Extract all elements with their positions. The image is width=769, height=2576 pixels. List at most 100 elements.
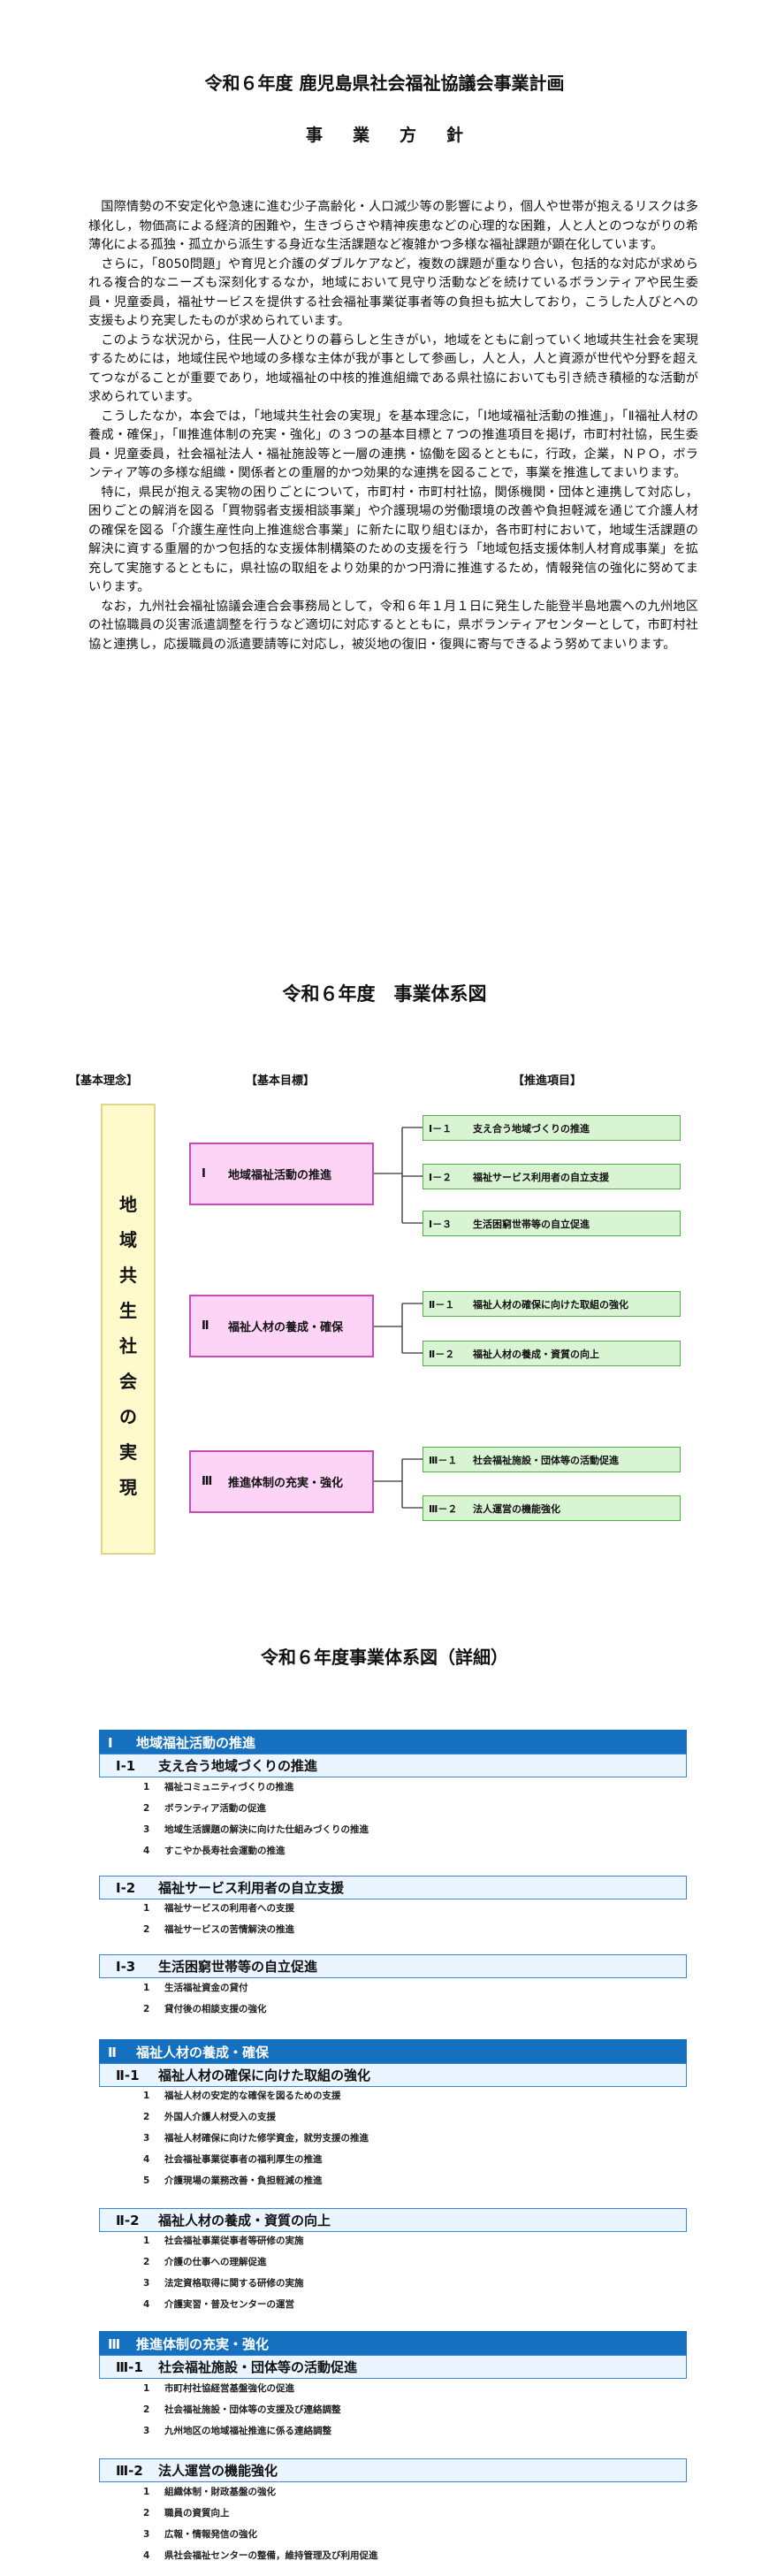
subsection-label: 福祉人材の確保に向けた取組の強化 xyxy=(158,2068,371,2083)
item-label: 福祉サービス利用者の自立支援 xyxy=(473,1171,609,1183)
subsection-number: Ⅰ-1 xyxy=(116,1757,136,1774)
item-label: 法人運営の機能強化 xyxy=(473,1502,560,1515)
item-box-2-1: Ⅱ－１ 福祉人材の確保に向けた取組の強化 xyxy=(423,1291,681,1317)
policy-paragraph: さらに，「8050問題」や育児と介護のダブルケアなど，複数の課題が重なり合い，包… xyxy=(88,256,698,329)
col-label-goals: 【基本目標】 xyxy=(246,1074,316,1088)
subsection-header-2-1: Ⅱ-1 福祉人材の確保に向けた取組の強化 xyxy=(99,2063,687,2087)
subsection-number: Ⅲ-1 xyxy=(116,2358,143,2375)
subsection-number: Ⅰ-3 xyxy=(116,1958,136,1975)
goal-box-3: Ⅲ 推進体制の充実・強化 xyxy=(189,1450,374,1513)
item-box-2-2: Ⅱ－２ 福祉人材の養成・資質の向上 xyxy=(423,1341,681,1366)
col-label-philosophy: 【基本理念】 xyxy=(69,1074,139,1088)
philosophy-box: 地域共生社会の実現 xyxy=(101,1104,156,1555)
policy-paragraph: なお，九州社会福祉協議会連合会事務局として，令和６年１月１日に発生した能登半島地… xyxy=(88,599,698,652)
subsection-label: 福祉サービス利用者の自立支援 xyxy=(158,1880,345,1896)
goal-number: Ⅲ xyxy=(202,1475,213,1488)
item-box-3-2: Ⅲ－２ 法人運営の機能強化 xyxy=(423,1495,681,1521)
item-number: Ⅲ－２ xyxy=(429,1502,458,1515)
philosophy-char: 会 xyxy=(119,1371,137,1392)
subsection-header-3-2: Ⅲ-2 法人運営の機能強化 xyxy=(99,2458,687,2482)
detail-chart-title: 令和６年度事業体系図（詳細） xyxy=(261,1647,508,1668)
philosophy-char: 現 xyxy=(119,1477,137,1498)
policy-paragraph: 国際情勢の不安定化や急速に進む少子高齢化・人口減少等の影響により，個人や世帯が抱… xyxy=(88,200,698,252)
document-title: 令和６年度 鹿児島県社会福祉協議会事業計画 xyxy=(204,73,565,94)
item-label: 生活困窮世帯等の自立促進 xyxy=(473,1218,590,1230)
section-number: Ⅰ xyxy=(108,1734,113,1751)
subsection-number: Ⅱ-1 xyxy=(116,2067,140,2083)
subsection-header-1-2: Ⅰ-2 福祉サービス利用者の自立支援 xyxy=(99,1876,687,1900)
subsection-label: 福祉人材の養成・資質の向上 xyxy=(158,2213,331,2228)
policy-text: 国際情勢の不安定化や急速に進む少子高齢化・人口減少等の影響により，個人や世帯が抱… xyxy=(88,198,698,654)
policy-paragraph: このような状況から，住民一人ひとりの暮らしと生きがい，地域をともに創っていく地域… xyxy=(88,333,698,405)
item-number: Ⅰ－２ xyxy=(429,1171,453,1183)
goal-number: Ⅰ xyxy=(202,1167,206,1181)
section-header-2: Ⅱ 福祉人材の養成・確保 xyxy=(99,2039,687,2065)
goal-number: Ⅱ xyxy=(202,1319,209,1333)
item-label: 福祉人材の確保に向けた取組の強化 xyxy=(473,1298,628,1311)
section-number: Ⅲ xyxy=(108,2335,121,2352)
section-label: 地域福祉活動の推進 xyxy=(136,1735,256,1751)
item-number: Ⅱ－２ xyxy=(429,1348,455,1360)
item-label: 社会福祉施設・団体等の活動促進 xyxy=(473,1454,619,1466)
section-header-3: Ⅲ 推進体制の充実・強化 xyxy=(99,2331,687,2357)
section-label: 福祉人材の養成・確保 xyxy=(136,2045,270,2060)
goal-label: 福祉人材の養成・確保 xyxy=(228,1321,344,1334)
item-box-1-2: Ⅰ－２ 福祉サービス利用者の自立支援 xyxy=(423,1164,681,1189)
item-label: 福祉人材の養成・資質の向上 xyxy=(473,1348,599,1360)
policy-paragraph: 特に，県民が抱える実物の困りごとについて，市町村・市町村社協，関係機関・団体と連… xyxy=(88,485,698,595)
subsection-header-1-3: Ⅰ-3 生活困窮世帯等の自立促進 xyxy=(99,1954,687,1978)
goal-label: 推進体制の充実・強化 xyxy=(228,1477,344,1490)
item-box-3-1: Ⅲ－１ 社会福祉施設・団体等の活動促進 xyxy=(423,1447,681,1472)
philosophy-char: の xyxy=(119,1406,137,1427)
goal-box-2: Ⅱ 福祉人材の養成・確保 xyxy=(189,1295,374,1357)
philosophy-char: 共 xyxy=(119,1265,137,1286)
subsection-number: Ⅲ-2 xyxy=(116,2462,143,2479)
system-chart-title: 令和６年度 事業体系図 xyxy=(282,983,487,1005)
item-number: Ⅰ－３ xyxy=(429,1218,453,1230)
subsection-label: 法人運営の機能強化 xyxy=(158,2463,278,2479)
section-label: 推進体制の充実・強化 xyxy=(136,2336,270,2352)
philosophy-char: 域 xyxy=(119,1229,137,1250)
col-label-items: 【推進項目】 xyxy=(513,1074,582,1088)
philosophy-char: 生 xyxy=(119,1300,137,1321)
policy-heading: 事業方針 xyxy=(305,126,493,145)
subsection-number: Ⅱ-2 xyxy=(116,2212,140,2228)
item-box-1-3: Ⅰ－３ 生活困窮世帯等の自立促進 xyxy=(423,1211,681,1236)
section-header-1: Ⅰ 地域福祉活動の推進 xyxy=(99,1730,687,1755)
subsection-label: 生活困窮世帯等の自立促進 xyxy=(158,1959,318,1975)
item-number: Ⅲ－１ xyxy=(429,1454,458,1466)
subsection-number: Ⅰ-2 xyxy=(116,1879,136,1896)
subsection-header-1-1: Ⅰ-1 支え合う地域づくりの推進 xyxy=(99,1754,687,1777)
policy-paragraph: こうしたなか，本会では，「地域共生社会の実現」を基本理念に，「Ⅰ地域福祉活動の推… xyxy=(88,409,698,481)
goal-label: 地域福祉活動の推進 xyxy=(228,1169,332,1182)
item-box-1-1: Ⅰ－１ 支え合う地域づくりの推進 xyxy=(423,1115,681,1141)
subsection-label: 支え合う地域づくりの推進 xyxy=(158,1758,318,1774)
subsection-label: 社会福祉施設・団体等の活動促進 xyxy=(158,2359,358,2375)
subsection-header-2-2: Ⅱ-2 福祉人材の養成・資質の向上 xyxy=(99,2208,687,2232)
philosophy-char: 地 xyxy=(119,1194,137,1215)
philosophy-char: 社 xyxy=(119,1335,137,1357)
